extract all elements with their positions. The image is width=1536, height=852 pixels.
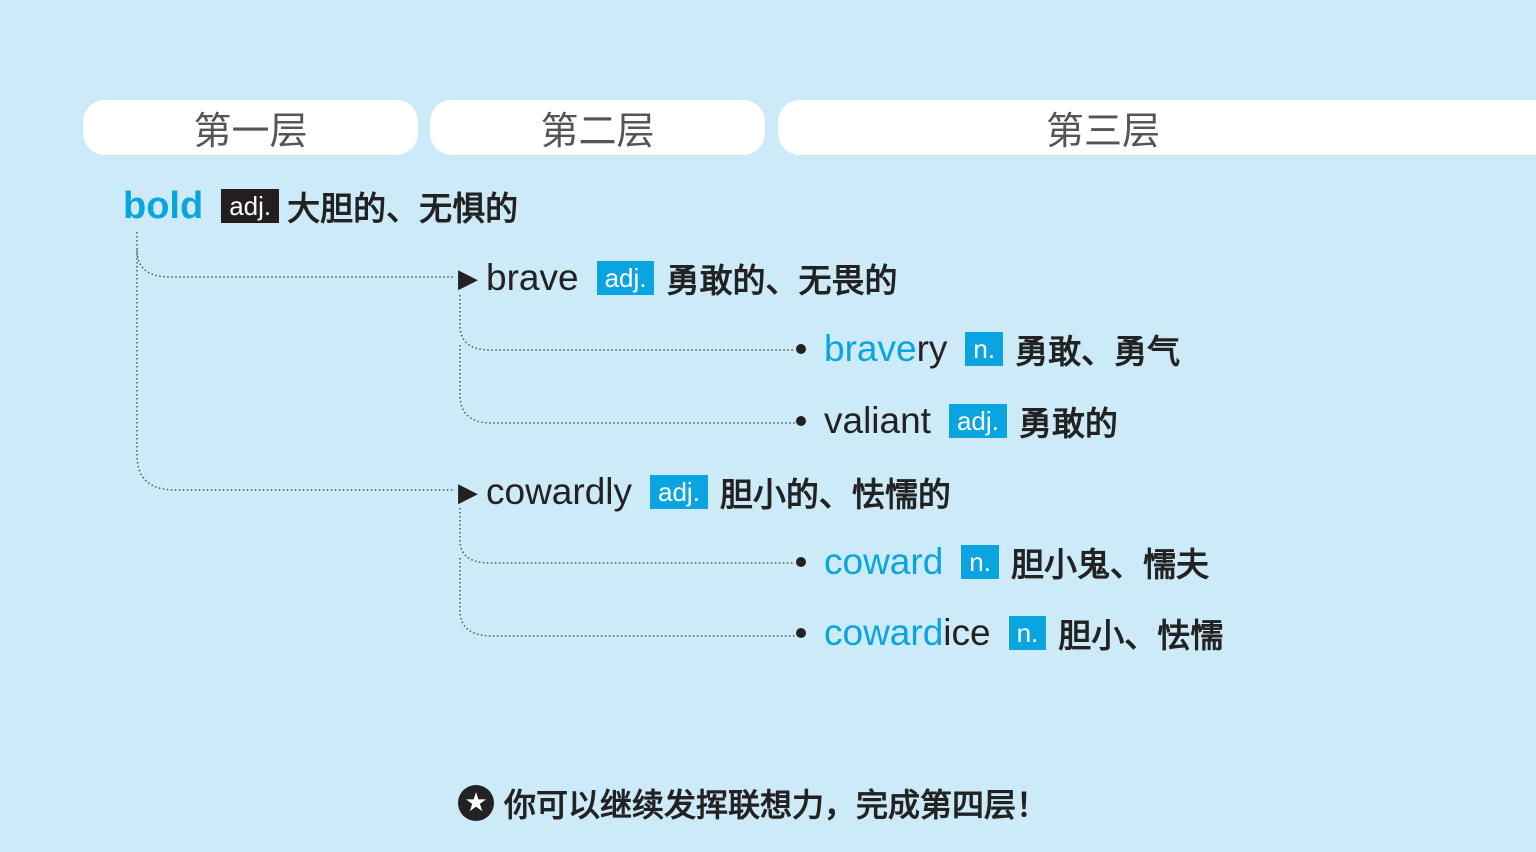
footer-note: ★ 你可以继续发挥联想力，完成第四层！ — [458, 780, 1048, 826]
header-layer-1: 第一层 — [83, 100, 418, 155]
level3-row-coward: coward n. 胆小鬼、懦夫 — [796, 538, 1209, 586]
meaning: 胆小的、怯懦的 — [719, 475, 951, 514]
word-root-part: brave — [824, 328, 917, 369]
word-suffix: ry — [916, 328, 948, 369]
pos-tag: n. — [965, 332, 1004, 366]
pos-tag: n. — [961, 545, 999, 579]
connector-bold-cowardly — [136, 250, 455, 491]
word: coward — [824, 541, 944, 582]
pos-tag: n. — [1008, 616, 1047, 650]
connector-cowardly-coward — [459, 508, 795, 564]
meaning: 胆小、怯懦 — [1058, 616, 1224, 655]
connector-brave-valiant — [459, 345, 795, 424]
triangle-right-icon: ▶ — [458, 476, 478, 507]
word-suffix: ice — [943, 612, 991, 653]
meaning: 大胆的、无惧的 — [287, 189, 519, 228]
star-icon: ★ — [458, 785, 494, 821]
header-layer-3-label: 第三层 — [1045, 109, 1160, 153]
root-word: bold — [123, 184, 204, 227]
bullet-icon — [796, 344, 806, 354]
triangle-right-icon: ▶ — [458, 262, 478, 293]
connector-brave-bravery — [459, 295, 795, 351]
bullet-icon — [796, 416, 806, 426]
pos-tag: adj. — [650, 475, 708, 509]
header-layer-3: 第三层 — [778, 100, 1536, 155]
level2-row-brave: ▶ brave adj. 勇敢的、无畏的 — [458, 254, 897, 302]
word-root-part: coward — [824, 612, 944, 653]
pos-tag: adj. — [221, 189, 280, 223]
pos-tag: adj. — [948, 404, 1007, 438]
level2-row-cowardly: ▶ cowardly adj. 胆小的、怯懦的 — [458, 468, 951, 516]
meaning: 勇敢的 — [1018, 404, 1118, 443]
word: valiant — [824, 400, 931, 441]
footer-text: 你可以继续发挥联想力，完成第四层！ — [504, 786, 1049, 824]
bullet-icon — [796, 557, 806, 567]
word: cowardly — [486, 471, 632, 512]
meaning: 勇敢、勇气 — [1015, 332, 1181, 371]
meaning: 胆小鬼、懦夫 — [1010, 545, 1209, 584]
root-word-row: bold adj. 大胆的、无惧的 — [123, 182, 518, 230]
level3-row-valiant: valiant adj. 勇敢的 — [796, 397, 1118, 445]
pos-tag: adj. — [596, 261, 655, 295]
word: brave — [486, 257, 579, 298]
bullet-icon — [796, 628, 806, 638]
header-layer-2: 第二层 — [430, 100, 765, 155]
meaning: 勇敢的、无畏的 — [666, 261, 898, 300]
connector-bold-brave — [136, 232, 455, 278]
connector-cowardly-cowardice — [459, 558, 795, 637]
